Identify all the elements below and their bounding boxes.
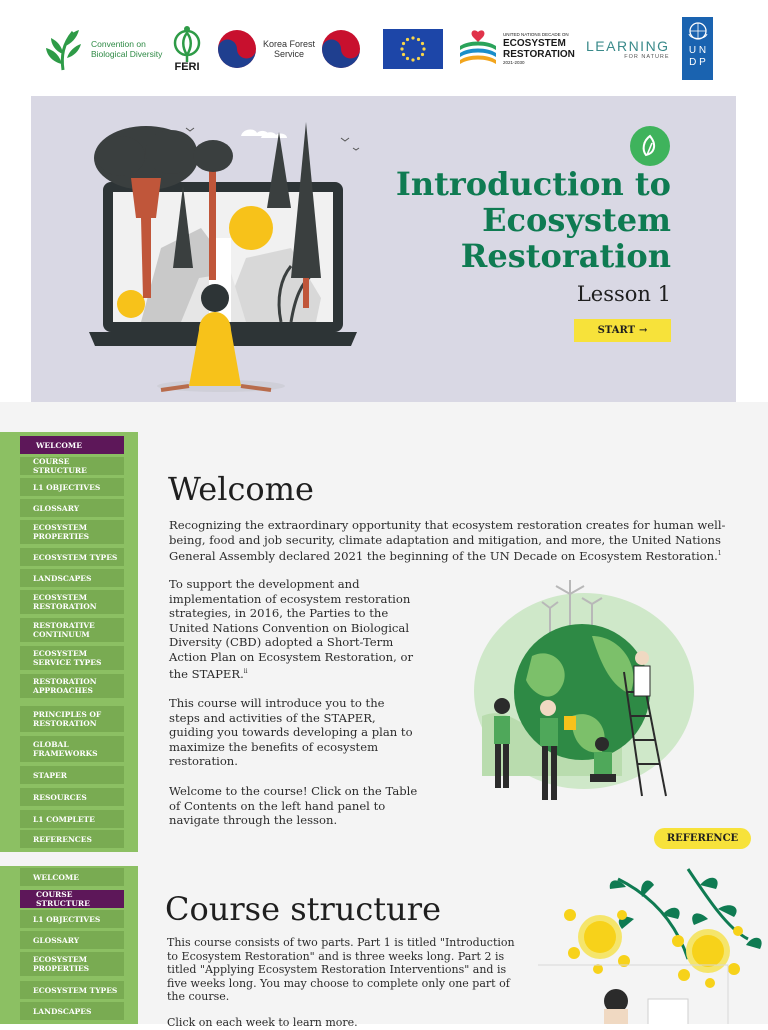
sidebar-item-welcome[interactable]: WELCOME bbox=[20, 868, 124, 886]
eu-flag-logo bbox=[383, 18, 443, 80]
sidebar-item-staper[interactable]: STAPER bbox=[20, 766, 124, 784]
hero-title-line2: Ecosystem bbox=[482, 201, 671, 239]
start-button[interactable]: START → bbox=[574, 319, 671, 342]
sidebar-item-references[interactable]: REFERENCES bbox=[20, 830, 124, 848]
person-at-laptop-illustration bbox=[89, 122, 360, 392]
undp-text-line2: D P bbox=[689, 56, 706, 68]
welcome-p1-footnote: 1 bbox=[717, 550, 722, 558]
cbd-logo: Convention on Biological Diversity bbox=[43, 18, 162, 80]
sidebar-item-ecosystem-properties[interactable]: ECOSYSTEM PROPERTIES bbox=[20, 952, 124, 976]
sidebar-item-ecosystem-restoration[interactable]: ECOSYSTEM RESTORATION bbox=[20, 590, 124, 614]
undp-text-line1: U N bbox=[688, 44, 707, 56]
sidebar-item-l1-objectives[interactable]: L1 OBJECTIVES bbox=[20, 478, 124, 496]
welcome-p1-text: Recognizing the extraordinary opportunit… bbox=[169, 518, 726, 564]
sidebar-item-principles-of-restoration[interactable]: PRINCIPLES OF RESTORATION bbox=[20, 706, 124, 732]
kfs-name-line2: Service bbox=[274, 49, 305, 59]
sidebar-item-landscapes[interactable]: LANDSCAPES bbox=[20, 569, 124, 587]
sidebar-item-welcome[interactable]: WELCOME bbox=[20, 436, 124, 454]
sidebar-item-restorative-continuum[interactable]: RESTORATIVE CONTINUUM bbox=[20, 618, 124, 642]
learning-text: LEARNING bbox=[586, 38, 670, 54]
cbd-name-line2: Biological Diversity bbox=[91, 49, 163, 59]
sidebar-item-ecosystem-service-types[interactable]: ECOSYSTEM SERVICE TYPES bbox=[20, 646, 124, 670]
korea-forest-service-logo: Korea Forest Service bbox=[217, 18, 361, 80]
taegeuk-icon-2 bbox=[322, 30, 361, 68]
course-structure-paragraph-2: Click on each week to learn more. bbox=[167, 1016, 358, 1029]
welcome-title: Welcome bbox=[168, 470, 314, 508]
undecade-top-text: UNITED NATIONS DECADE ON bbox=[503, 32, 569, 37]
table-of-contents-sidebar-2: WELCOME COURSE STRUCTURE L1 OBJECTIVES GLOS… bbox=[0, 866, 138, 1024]
start-button-label: START bbox=[597, 325, 636, 336]
sidebar-item-ecosystem-types[interactable]: ECOSYSTEM TYPES bbox=[20, 981, 124, 999]
arrow-right-icon: → bbox=[639, 325, 648, 336]
lesson-number: Lesson 1 bbox=[576, 282, 671, 306]
sidebar-item-course-structure[interactable]: COURSE STRUCTURE bbox=[20, 890, 124, 908]
sidebar-item-glossary[interactable]: GLOSSARY bbox=[20, 499, 124, 517]
welcome-p2-text: To support the development and implement… bbox=[169, 577, 413, 681]
leaf-badge-icon bbox=[630, 126, 670, 166]
hero-title-line3: Restoration bbox=[460, 237, 671, 275]
welcome-paragraph-4: Welcome to the course! Click on the Tabl… bbox=[169, 784, 418, 828]
cbd-leaf-icon bbox=[46, 30, 81, 71]
sidebar-item-resources[interactable]: RESOURCES bbox=[20, 788, 124, 806]
learning-sub-text: FOR NATURE bbox=[624, 54, 670, 60]
course-structure-title: Course structure bbox=[165, 890, 441, 928]
learning-for-nature-logo: LEARNING FOR NATURE bbox=[586, 18, 670, 80]
sidebar-item-ecosystem-types[interactable]: ECOSYSTEM TYPES bbox=[20, 548, 124, 566]
reference-button[interactable]: REFERENCE bbox=[654, 828, 751, 849]
welcome-p2-footnote: ii bbox=[243, 667, 248, 675]
table-of-contents-sidebar: WELCOME COURSE STRUCTURE L1 OBJECTIVES GLOS… bbox=[0, 432, 138, 852]
sidebar-item-global-frameworks[interactable]: GLOBAL FRAMEWORKS bbox=[20, 736, 124, 762]
sidebar-item-glossary[interactable]: GLOSSARY bbox=[20, 931, 124, 949]
feri-text: FERI bbox=[174, 61, 200, 73]
welcome-paragraph-3: This course will introduce you to the st… bbox=[169, 696, 413, 769]
flowering-vine-illustration bbox=[538, 868, 762, 1024]
undp-logo: U N D P bbox=[682, 16, 713, 80]
sidebar-item-restoration-approaches[interactable]: RESTORATION APPROACHES bbox=[20, 674, 124, 698]
undecade-line2: RESTORATION bbox=[503, 49, 575, 60]
kfs-name-line1: Korea Forest bbox=[263, 39, 316, 49]
un-decade-logo: UNITED NATIONS DECADE ON ECOSYSTEM RESTO… bbox=[457, 18, 575, 80]
course-structure-paragraph-1: This course consists of two parts. Part … bbox=[167, 936, 515, 1004]
undecade-line1: ECOSYSTEM bbox=[503, 38, 566, 49]
taegeuk-icon bbox=[218, 30, 256, 68]
un-emblem-icon bbox=[688, 21, 707, 40]
partner-logos-bar: Convention on Biological Diversity FERI … bbox=[31, 0, 736, 96]
feri-tree-icon bbox=[173, 26, 201, 62]
sidebar-item-landscapes[interactable]: LANDSCAPES bbox=[20, 1002, 124, 1020]
feri-logo: FERI bbox=[171, 18, 203, 80]
hero-title-line1: Introduction to bbox=[395, 165, 671, 203]
undecade-years: 2021-2030 bbox=[503, 60, 525, 65]
eu-flag-icon bbox=[383, 29, 443, 69]
sidebar-item-ecosystem-properties[interactable]: ECOSYSTEM PROPERTIES bbox=[20, 520, 124, 544]
hero-title: Introduction to Ecosystem Restoration bbox=[371, 166, 671, 274]
sidebar-item-l1-objectives[interactable]: L1 OBJECTIVES bbox=[20, 910, 124, 928]
welcome-paragraph-1: Recognizing the extraordinary opportunit… bbox=[169, 518, 754, 564]
hero-banner: Introduction to Ecosystem Restoration Le… bbox=[31, 96, 736, 402]
welcome-paragraph-2: To support the development and implement… bbox=[169, 577, 431, 681]
sidebar-item-course-structure[interactable]: COURSE STRUCTURE bbox=[20, 457, 124, 475]
earth-restoration-illustration bbox=[474, 580, 694, 800]
cbd-name-line1: Convention on bbox=[91, 39, 146, 49]
sidebar-item-l1-complete[interactable]: L1 COMPLETE bbox=[20, 810, 124, 828]
un-decade-wave-icon bbox=[460, 30, 496, 64]
